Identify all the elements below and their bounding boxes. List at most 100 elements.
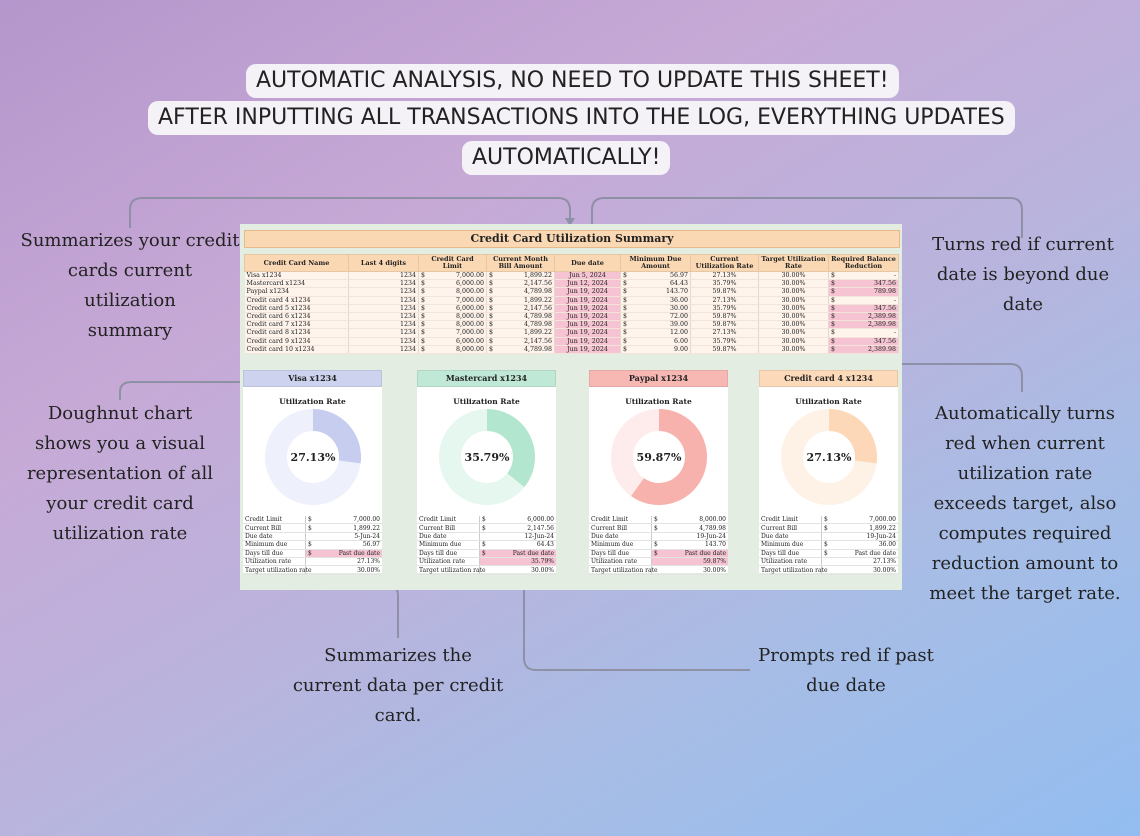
cell-target-rate[interactable]: 30.00% — [758, 279, 829, 289]
detail-value[interactable]: $7,000.00 — [305, 516, 382, 525]
cell-reduction[interactable]: $- — [828, 296, 899, 305]
cell-card-name[interactable]: Credit card 6 x1234 — [244, 312, 349, 322]
cell-min-due[interactable]: $36.00 — [620, 296, 691, 305]
detail-value[interactable]: $Past due date — [479, 549, 556, 558]
cell-target-rate[interactable]: 30.00% — [758, 328, 829, 338]
detail-value[interactable]: 19-Jun-24 — [651, 532, 728, 542]
cell-util-rate[interactable]: 59.87% — [690, 345, 759, 354]
detail-value[interactable]: 27.13% — [305, 557, 382, 567]
detail-value[interactable]: 5-Jun-24 — [305, 532, 382, 542]
cell-bill[interactable]: $1,899.22 — [486, 296, 555, 305]
cell-min-due[interactable]: $39.00 — [620, 320, 691, 330]
cell-card-name[interactable]: Credit card 9 x1234 — [244, 337, 349, 346]
cell-target-rate[interactable]: 30.00% — [758, 345, 829, 354]
cell-reduction[interactable]: $- — [828, 271, 899, 281]
cell-reduction[interactable]: $347.56 — [828, 337, 899, 346]
cell-bill[interactable]: $2,147.56 — [486, 337, 555, 346]
cell-digits[interactable]: 1234 — [348, 271, 419, 281]
cell-util-rate[interactable]: 35.79% — [690, 304, 759, 313]
cell-reduction[interactable]: $- — [828, 328, 899, 338]
cell-limit[interactable]: $7,000.00 — [418, 271, 487, 281]
cell-digits[interactable]: 1234 — [348, 279, 419, 289]
cell-due-date[interactable]: Jun 12, 2024 — [554, 279, 621, 289]
cell-reduction[interactable]: $789.98 — [828, 287, 899, 297]
detail-value[interactable]: $Past due date — [821, 549, 898, 558]
detail-value[interactable]: $1,899.22 — [821, 523, 898, 533]
cell-due-date[interactable]: Jun 19, 2024 — [554, 287, 621, 297]
cell-target-rate[interactable]: 30.00% — [758, 337, 829, 346]
cell-limit[interactable]: $8,000.00 — [418, 287, 487, 297]
detail-value[interactable]: $Past due date — [651, 549, 728, 558]
cell-min-due[interactable]: $64.43 — [620, 279, 691, 289]
cell-bill[interactable]: $4,789.98 — [486, 320, 555, 330]
cell-digits[interactable]: 1234 — [348, 312, 419, 322]
cell-min-due[interactable]: $12.00 — [620, 328, 691, 338]
cell-card-name[interactable]: Paypal x1234 — [244, 287, 349, 297]
detail-value[interactable]: 30.00% — [651, 565, 728, 575]
cell-due-date[interactable]: Jun 19, 2024 — [554, 312, 621, 322]
cell-bill[interactable]: $1,899.22 — [486, 328, 555, 338]
cell-card-name[interactable]: Credit card 10 x1234 — [244, 345, 349, 354]
cell-limit[interactable]: $6,000.00 — [418, 337, 487, 346]
cell-bill[interactable]: $4,789.98 — [486, 287, 555, 297]
cell-due-date[interactable]: Jun 5, 2024 — [554, 271, 621, 281]
detail-value[interactable]: 30.00% — [821, 565, 898, 575]
cell-min-due[interactable]: $6.00 — [620, 337, 691, 346]
cell-reduction[interactable]: $2,389.98 — [828, 345, 899, 354]
cell-target-rate[interactable]: 30.00% — [758, 296, 829, 305]
col-header[interactable]: Minimum Due Amount — [620, 254, 691, 272]
cell-reduction[interactable]: $347.56 — [828, 279, 899, 289]
cell-limit[interactable]: $8,000.00 — [418, 320, 487, 330]
detail-value[interactable]: $2,147.56 — [479, 523, 556, 533]
detail-value[interactable]: $36.00 — [821, 540, 898, 550]
cell-card-name[interactable]: Credit card 8 x1234 — [244, 328, 349, 338]
detail-value[interactable]: $7,000.00 — [821, 516, 898, 525]
cell-card-name[interactable]: Credit card 5 x1234 — [244, 304, 349, 313]
detail-value[interactable]: $56.97 — [305, 540, 382, 550]
cell-min-due[interactable]: $9.00 — [620, 345, 691, 354]
col-header[interactable]: Current Month Bill Amount — [486, 254, 555, 272]
cell-util-rate[interactable]: 59.87% — [690, 312, 759, 322]
cell-due-date[interactable]: Jun 19, 2024 — [554, 345, 621, 354]
cell-card-name[interactable]: Credit card 7 x1234 — [244, 320, 349, 330]
detail-value[interactable]: $Past due date — [305, 549, 382, 558]
col-header[interactable]: Current Utilization Rate — [690, 254, 759, 272]
detail-value[interactable]: 30.00% — [479, 565, 556, 575]
cell-digits[interactable]: 1234 — [348, 337, 419, 346]
cell-digits[interactable]: 1234 — [348, 328, 419, 338]
cell-util-rate[interactable]: 35.79% — [690, 337, 759, 346]
cell-reduction[interactable]: $2,389.98 — [828, 312, 899, 322]
cell-limit[interactable]: $7,000.00 — [418, 296, 487, 305]
cell-card-name[interactable]: Credit card 4 x1234 — [244, 296, 349, 305]
cell-min-due[interactable]: $56.97 — [620, 271, 691, 281]
detail-value[interactable]: 30.00% — [305, 565, 382, 575]
cell-bill[interactable]: $2,147.56 — [486, 304, 555, 313]
detail-value[interactable]: $143.70 — [651, 540, 728, 550]
detail-value[interactable]: $4,789.98 — [651, 523, 728, 533]
cell-limit[interactable]: $7,000.00 — [418, 328, 487, 338]
cell-digits[interactable]: 1234 — [348, 296, 419, 305]
col-header[interactable]: Credit Card Limit — [418, 254, 487, 272]
col-header[interactable]: Last 4 digits — [348, 254, 419, 272]
cell-bill[interactable]: $2,147.56 — [486, 279, 555, 289]
cell-digits[interactable]: 1234 — [348, 320, 419, 330]
cell-reduction[interactable]: $2,389.98 — [828, 320, 899, 330]
cell-limit[interactable]: $8,000.00 — [418, 312, 487, 322]
cell-util-rate[interactable]: 59.87% — [690, 287, 759, 297]
detail-value[interactable]: $6,000.00 — [479, 516, 556, 525]
col-header[interactable]: Due date — [554, 254, 621, 272]
col-header[interactable]: Required Balance Reduction — [828, 254, 899, 272]
cell-min-due[interactable]: $30.00 — [620, 304, 691, 313]
detail-value[interactable]: 12-Jun-24 — [479, 532, 556, 542]
cell-target-rate[interactable]: 30.00% — [758, 304, 829, 313]
cell-target-rate[interactable]: 30.00% — [758, 320, 829, 330]
detail-value[interactable]: 59.87% — [651, 557, 728, 567]
detail-value[interactable]: 35.79% — [479, 557, 556, 567]
cell-digits[interactable]: 1234 — [348, 287, 419, 297]
cell-limit[interactable]: $6,000.00 — [418, 304, 487, 313]
cell-bill[interactable]: $4,789.98 — [486, 345, 555, 354]
cell-util-rate[interactable]: 35.79% — [690, 279, 759, 289]
cell-bill[interactable]: $1,899.22 — [486, 271, 555, 281]
cell-due-date[interactable]: Jun 19, 2024 — [554, 337, 621, 346]
cell-due-date[interactable]: Jun 19, 2024 — [554, 304, 621, 313]
